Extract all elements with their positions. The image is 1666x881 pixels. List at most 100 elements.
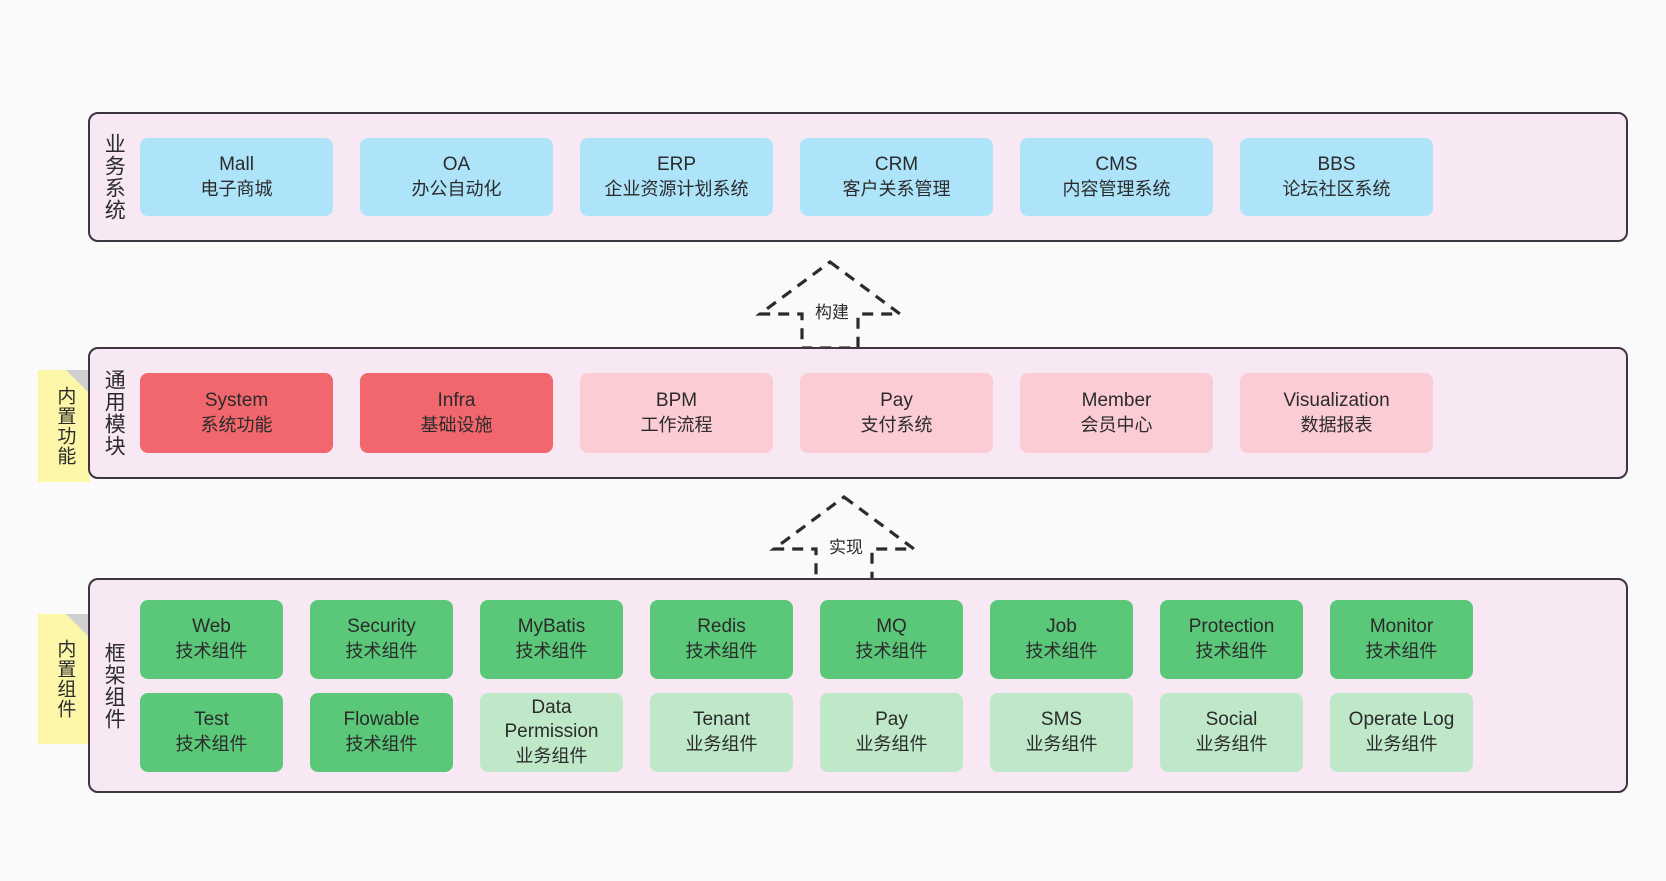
card-member-title: Member bbox=[1081, 390, 1152, 412]
card-protection-subtitle: 技术组件 bbox=[1195, 640, 1268, 661]
note-fold-corner-icon-2 bbox=[66, 614, 90, 638]
card-redis-subtitle: 技术组件 bbox=[685, 640, 758, 661]
layer-label-common-modules: 通用模块 bbox=[102, 369, 126, 457]
layer-common-modules: 通用模块 System 系统功能 Infra 基础设施 BPM 工作流程 Pay… bbox=[88, 347, 1628, 479]
card-flowable-title: Flowable bbox=[343, 709, 420, 731]
layer-body-business-systems: Mall 电子商城 OA 办公自动化 ERP 企业资源计划系统 CRM 客户关系… bbox=[136, 114, 1626, 240]
card-erp-title: ERP bbox=[656, 154, 697, 176]
card-operate-log-subtitle: 业务组件 bbox=[1365, 733, 1438, 754]
card-test-title: Test bbox=[194, 709, 229, 731]
card-cms-title: CMS bbox=[1095, 154, 1138, 176]
card-security-title: Security bbox=[347, 616, 416, 638]
card-visualization[interactable]: Visualization 数据报表 bbox=[1240, 373, 1433, 453]
card-mall[interactable]: Mall 电子商城 bbox=[140, 138, 333, 216]
connector-implement: 实现 bbox=[768, 493, 919, 585]
card-pay-component[interactable]: Pay 业务组件 bbox=[820, 692, 963, 772]
card-mq[interactable]: MQ 技术组件 bbox=[820, 599, 963, 679]
card-mall-subtitle: 电子商城 bbox=[200, 178, 273, 199]
card-crm-subtitle: 客户关系管理 bbox=[842, 178, 951, 199]
card-monitor-title: Monitor bbox=[1369, 616, 1434, 638]
card-mall-title: Mall bbox=[219, 154, 254, 176]
card-bbs[interactable]: BBS 论坛社区系统 bbox=[1240, 138, 1433, 216]
card-infra-title: Infra bbox=[437, 390, 476, 412]
card-security-subtitle: 技术组件 bbox=[345, 640, 418, 661]
card-monitor[interactable]: Monitor 技术组件 bbox=[1330, 599, 1473, 679]
card-mybatis-title: MyBatis bbox=[517, 616, 586, 638]
card-pay-module-title: Pay bbox=[880, 390, 913, 412]
card-social[interactable]: Social 业务组件 bbox=[1160, 692, 1303, 772]
card-monitor-subtitle: 技术组件 bbox=[1365, 640, 1438, 661]
card-data-permission-subtitle: 业务组件 bbox=[515, 745, 588, 766]
card-member-subtitle: 会员中心 bbox=[1080, 414, 1153, 435]
card-job-subtitle: 技术组件 bbox=[1025, 640, 1098, 661]
card-protection-title: Protection bbox=[1188, 616, 1275, 638]
card-operate-log[interactable]: Operate Log 业务组件 bbox=[1330, 692, 1473, 772]
card-security[interactable]: Security 技术组件 bbox=[310, 599, 453, 679]
card-bpm[interactable]: BPM 工作流程 bbox=[580, 373, 773, 453]
card-pay-module[interactable]: Pay 支付系统 bbox=[800, 373, 993, 453]
framework-tech-row: Web 技术组件 Security 技术组件 MyBatis 技术组件 Redi… bbox=[140, 599, 1610, 679]
card-protection[interactable]: Protection 技术组件 bbox=[1160, 599, 1303, 679]
card-bbs-title: BBS bbox=[1317, 154, 1356, 176]
card-job[interactable]: Job 技术组件 bbox=[990, 599, 1133, 679]
card-crm-title: CRM bbox=[874, 154, 919, 176]
card-sms-title: SMS bbox=[1040, 709, 1083, 731]
card-oa-subtitle: 办公自动化 bbox=[411, 178, 502, 199]
card-mq-subtitle: 技术组件 bbox=[855, 640, 928, 661]
card-oa[interactable]: OA 办公自动化 bbox=[360, 138, 553, 216]
card-crm[interactable]: CRM 客户关系管理 bbox=[800, 138, 993, 216]
card-visualization-subtitle: 数据报表 bbox=[1300, 414, 1373, 435]
card-pay-module-subtitle: 支付系统 bbox=[860, 414, 933, 435]
card-job-title: Job bbox=[1046, 616, 1077, 638]
card-system-title: System bbox=[204, 390, 269, 412]
card-flowable[interactable]: Flowable 技术组件 bbox=[310, 692, 453, 772]
card-tenant[interactable]: Tenant 业务组件 bbox=[650, 692, 793, 772]
card-tenant-subtitle: 业务组件 bbox=[685, 733, 758, 754]
card-test[interactable]: Test 技术组件 bbox=[140, 692, 283, 772]
card-tenant-title: Tenant bbox=[692, 709, 751, 731]
sticky-note-builtin-components: 内置组件 bbox=[38, 614, 90, 744]
card-cms-subtitle: 内容管理系统 bbox=[1062, 178, 1171, 199]
card-erp[interactable]: ERP 企业资源计划系统 bbox=[580, 138, 773, 216]
framework-business-row: Test 技术组件 Flowable 技术组件 Data Permission … bbox=[140, 692, 1610, 772]
layer-framework-components: 框架组件 Web 技术组件 Security 技术组件 MyBatis 技术组件… bbox=[88, 578, 1628, 793]
card-infra[interactable]: Infra 基础设施 bbox=[360, 373, 553, 453]
card-test-subtitle: 技术组件 bbox=[175, 733, 248, 754]
sticky-note-builtin-components-text: 内置组件 bbox=[54, 639, 76, 719]
business-systems-row: Mall 电子商城 OA 办公自动化 ERP 企业资源计划系统 CRM 客户关系… bbox=[140, 138, 1610, 216]
card-redis-title: Redis bbox=[697, 616, 746, 638]
card-redis[interactable]: Redis 技术组件 bbox=[650, 599, 793, 679]
card-social-title: Social bbox=[1205, 709, 1258, 731]
card-mq-title: MQ bbox=[876, 616, 907, 638]
card-flowable-subtitle: 技术组件 bbox=[345, 733, 418, 754]
card-mybatis[interactable]: MyBatis 技术组件 bbox=[480, 599, 623, 679]
card-web-subtitle: 技术组件 bbox=[175, 640, 248, 661]
card-social-subtitle: 业务组件 bbox=[1195, 733, 1268, 754]
layer-label-framework-components: 框架组件 bbox=[102, 641, 126, 730]
layer-business-systems: 业务系统 Mall 电子商城 OA 办公自动化 ERP 企业资源计划系统 CRM… bbox=[88, 112, 1628, 242]
card-member[interactable]: Member 会员中心 bbox=[1020, 373, 1213, 453]
card-data-permission-title: Data Permission bbox=[504, 697, 599, 743]
card-data-permission[interactable]: Data Permission 业务组件 bbox=[480, 692, 623, 772]
card-operate-log-title: Operate Log bbox=[1348, 709, 1455, 731]
layer-body-framework-components: Web 技术组件 Security 技术组件 MyBatis 技术组件 Redi… bbox=[136, 580, 1626, 791]
card-sms-subtitle: 业务组件 bbox=[1025, 733, 1098, 754]
sticky-note-builtin-features-text: 内置功能 bbox=[54, 386, 76, 466]
card-bpm-subtitle: 工作流程 bbox=[640, 414, 713, 435]
card-pay-component-subtitle: 业务组件 bbox=[855, 733, 928, 754]
card-system[interactable]: System 系统功能 bbox=[140, 373, 333, 453]
card-sms[interactable]: SMS 业务组件 bbox=[990, 692, 1133, 772]
card-visualization-title: Visualization bbox=[1283, 390, 1390, 412]
card-web[interactable]: Web 技术组件 bbox=[140, 599, 283, 679]
card-erp-subtitle: 企业资源计划系统 bbox=[604, 178, 749, 199]
layer-body-common-modules: System 系统功能 Infra 基础设施 BPM 工作流程 Pay 支付系统… bbox=[136, 349, 1626, 477]
card-system-subtitle: 系统功能 bbox=[200, 414, 273, 435]
connector-build-label: 构建 bbox=[815, 303, 849, 322]
connector-implement-label: 实现 bbox=[829, 538, 863, 557]
connector-build: 构建 bbox=[754, 258, 905, 350]
card-infra-subtitle: 基础设施 bbox=[420, 414, 493, 435]
card-pay-component-title: Pay bbox=[875, 709, 908, 731]
card-bbs-subtitle: 论坛社区系统 bbox=[1282, 178, 1391, 199]
card-web-title: Web bbox=[192, 616, 231, 638]
card-cms[interactable]: CMS 内容管理系统 bbox=[1020, 138, 1213, 216]
